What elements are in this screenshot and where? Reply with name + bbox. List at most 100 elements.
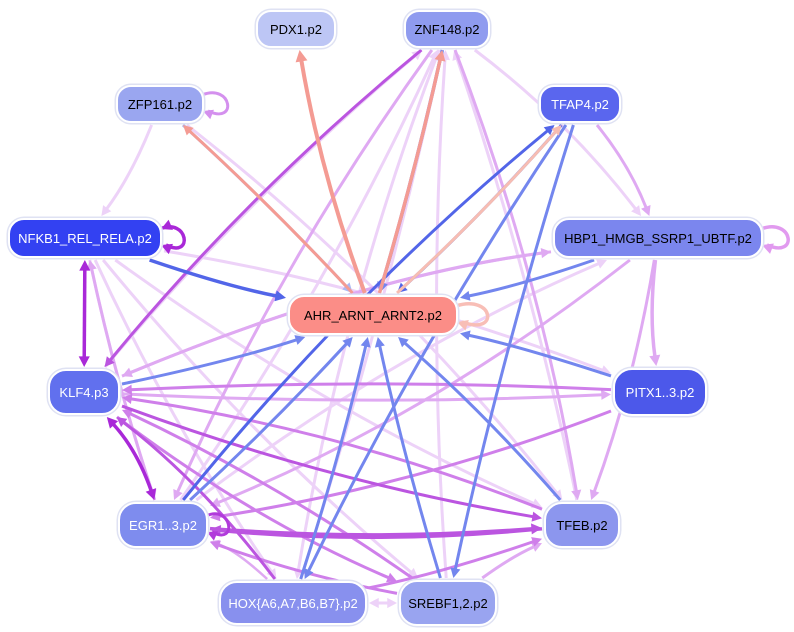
edge-PITX1-KLF4[interactable] [122, 382, 612, 395]
edge-HOX-TFEB[interactable] [368, 537, 542, 590]
arrowhead [86, 260, 97, 271]
arrowhead [122, 384, 132, 395]
edge-AHR-PDX1[interactable] [295, 50, 367, 294]
arrowhead [540, 248, 551, 259]
node-SREBF[interactable]: SREBF1,2.p2 [399, 580, 497, 626]
self-loop-EGR1[interactable] [205, 512, 231, 541]
edge-EGR1-AHR[interactable] [189, 337, 353, 502]
arrowhead [596, 259, 607, 269]
edge-HBP1-PITX1[interactable] [649, 259, 661, 366]
arrowhead [543, 125, 555, 136]
arrowhead [101, 205, 112, 216]
edge-KLF4-AHR[interactable] [121, 335, 306, 386]
edge-ZNF148-HBP1[interactable] [473, 48, 642, 216]
arrowhead [274, 290, 286, 302]
self-loop-ZFP161[interactable] [201, 91, 230, 120]
node-AHR[interactable]: AHR_ARNT_ARNT2.p2 [288, 295, 458, 335]
node-ZNF148[interactable]: ZNF148.p2 [404, 10, 490, 48]
node-HOX[interactable]: HOX{A6,A7,B6,B7}.p2 [219, 581, 367, 625]
arrowhead [551, 125, 562, 136]
edge-KLF4-SREBF[interactable] [116, 415, 397, 583]
edge-KLF4-EGR1[interactable] [106, 417, 157, 500]
edge-SREBF-KLF4[interactable] [122, 409, 414, 580]
arrowhead [79, 260, 91, 271]
arrowhead [450, 567, 461, 578]
node-KLF4[interactable]: KLF4.p3 [48, 369, 120, 415]
edge-AHR-ZFP161[interactable] [182, 125, 354, 295]
arrowhead [78, 356, 90, 367]
node-label-ZNF148: ZNF148.p2 [414, 21, 480, 37]
arrowhead [304, 568, 314, 579]
edge-HOX-AHR[interactable] [299, 337, 371, 580]
arrowhead [203, 109, 214, 120]
arrowhead [631, 205, 642, 216]
node-label-ZFP161: ZFP161.p2 [127, 96, 193, 112]
arrowhead [531, 511, 542, 522]
node-NFKB1[interactable]: NFKB1_REL_RELA.p2 [8, 218, 162, 258]
arrowhead [589, 489, 600, 500]
arrowhead [571, 489, 582, 500]
node-label-PDX1: PDX1.p2 [269, 21, 323, 37]
arrowhead [182, 125, 194, 136]
node-label-TFEB: TFEB.p2 [556, 517, 608, 533]
arrowhead [601, 389, 611, 400]
edge-TFAP4-HBP1[interactable] [595, 124, 651, 216]
arrowhead [369, 597, 379, 609]
arrowhead [387, 597, 397, 609]
arrowhead [145, 488, 157, 500]
edge-TFAP4-HOX[interactable] [304, 124, 568, 579]
arrowhead [116, 417, 128, 427]
node-TFAP4[interactable]: TFAP4.p2 [539, 85, 621, 123]
node-EGR1[interactable]: EGR1..3.p2 [118, 502, 208, 548]
arrowhead [531, 537, 542, 547]
arrowhead [641, 205, 651, 216]
node-label-KLF4: KLF4.p3 [59, 384, 109, 400]
edge-ZNF148-EGR1[interactable] [173, 49, 434, 500]
arrowhead [530, 523, 542, 535]
edge-NFKB1-KLF4[interactable] [78, 260, 91, 367]
self-loop-AHR[interactable] [455, 302, 490, 331]
arrowhead [460, 330, 471, 341]
edge-TFAP4-AHR[interactable] [397, 124, 563, 293]
node-PITX1[interactable]: PITX1..3.p2 [613, 368, 707, 416]
edge-AHR-TFAP4[interactable] [396, 125, 562, 295]
edge-ZNF148-TFEB[interactable] [453, 49, 582, 500]
edge-NFKB1-AHR[interactable] [149, 258, 286, 302]
arrowhead [649, 354, 661, 366]
edge-HOX-SREBF[interactable] [369, 597, 397, 609]
arrowhead [161, 243, 173, 255]
edge-ZFP161-NFKB1[interactable] [101, 124, 153, 216]
self-loop-NFKB1[interactable] [159, 219, 186, 255]
edge-TFEB-KLF4[interactable] [122, 393, 543, 511]
node-HBP1[interactable]: HBP1_HMGB_SSRP1_UBTF.p2 [553, 218, 763, 258]
node-label-SREBF: SREBF1,2.p2 [408, 595, 488, 611]
node-TFEB[interactable]: TFEB.p2 [544, 502, 620, 548]
edge-EGR1-HBP1[interactable] [195, 259, 607, 502]
self-loop-HBP1[interactable] [760, 225, 790, 254]
edge-KLF4-PITX1[interactable] [121, 389, 611, 402]
node-PDX1[interactable]: PDX1.p2 [256, 10, 336, 48]
edge-TFEB-AHR[interactable] [398, 337, 562, 501]
arrowhead [762, 243, 774, 254]
arrowhead [434, 50, 446, 62]
arrowhead [122, 393, 133, 404]
node-ZFP161[interactable]: ZFP161.p2 [116, 85, 204, 123]
edge-EGR1-TFEB[interactable] [209, 523, 542, 537]
arrowhead [106, 417, 119, 429]
edge-PITX1-AHR[interactable] [460, 330, 612, 378]
edge-AHR-ZNF148[interactable] [377, 50, 446, 294]
arrowhead [294, 335, 306, 345]
arrowhead [173, 489, 183, 500]
node-label-PITX1: PITX1..3.p2 [625, 384, 695, 400]
arrowhead [460, 290, 471, 301]
edge-HBP1-AHR[interactable] [460, 258, 595, 301]
edge-KLF4-TFEB[interactable] [121, 404, 542, 522]
edge-SREBF-AHR[interactable] [374, 337, 442, 579]
node-label-AHR: AHR_ARNT_ARNT2.p2 [304, 307, 442, 323]
edge-ZNF148-KLF4[interactable] [104, 48, 423, 367]
arrowhead [161, 219, 173, 230]
node-label-TFAP4: TFAP4.p2 [551, 96, 609, 112]
edge-TFAP4-SREBF[interactable] [450, 124, 575, 578]
